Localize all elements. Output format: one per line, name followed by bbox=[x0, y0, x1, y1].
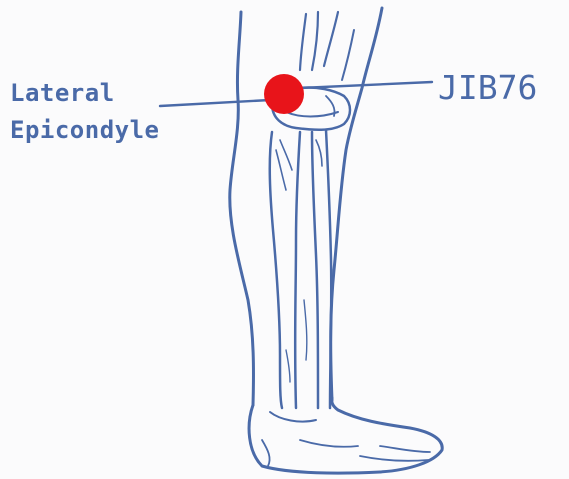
femur-line-4 bbox=[342, 30, 354, 80]
fibula-left-edge bbox=[312, 132, 318, 408]
label-lateral: Lateral bbox=[10, 80, 115, 106]
femur-line-1 bbox=[300, 14, 306, 70]
ankle-detail bbox=[270, 412, 316, 422]
tibia-right-edge bbox=[295, 132, 300, 408]
femur-line-3 bbox=[324, 12, 338, 66]
femur-line-2 bbox=[312, 12, 318, 70]
leader-line-left bbox=[160, 100, 270, 106]
fibula-right-edge bbox=[326, 130, 331, 408]
label-epicondyle: Epicondyle bbox=[10, 117, 160, 143]
leader-line-right bbox=[300, 82, 432, 88]
heel-detail bbox=[262, 440, 270, 466]
tibia-crest-detail bbox=[276, 140, 292, 190]
toe-lines bbox=[300, 440, 430, 461]
fibula-head-detail bbox=[316, 140, 322, 166]
foot-outline bbox=[249, 398, 442, 473]
point-code-label: JIB76 bbox=[438, 68, 537, 107]
leg-outline-right bbox=[331, 8, 382, 400]
leg-outline-left bbox=[230, 12, 254, 405]
acupoint-marker bbox=[264, 74, 304, 114]
tibia-left-edge bbox=[270, 132, 282, 408]
knee-joint-line bbox=[286, 112, 338, 117]
